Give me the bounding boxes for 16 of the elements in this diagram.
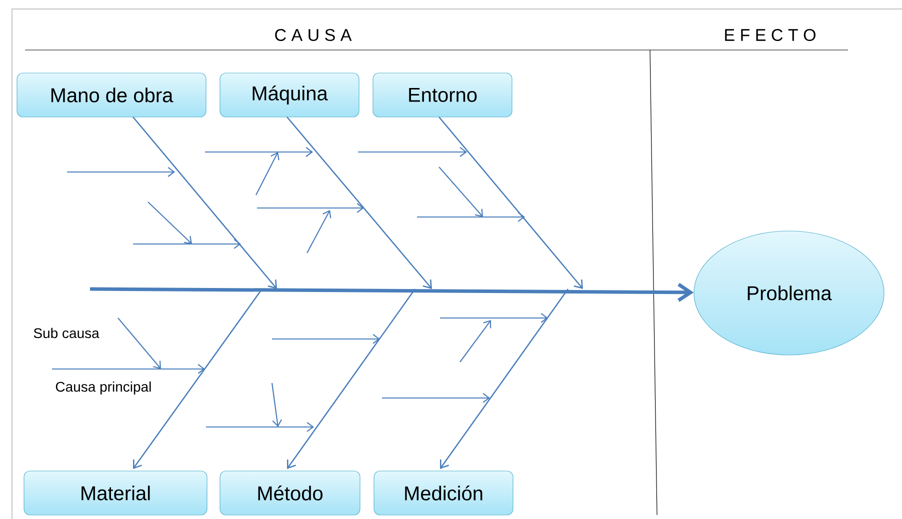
category-box: Máquina xyxy=(220,72,360,118)
note-label: Sub causa xyxy=(34,328,100,338)
bone-arrow xyxy=(440,288,569,469)
bone-arrow xyxy=(132,116,277,289)
category-box: Mano de obra xyxy=(16,72,206,118)
header-label: E F E C T O xyxy=(725,28,816,42)
category-box: Material xyxy=(24,470,208,516)
bone-arrow xyxy=(286,116,432,289)
note-label: Causa principal xyxy=(56,381,151,395)
header-label: C A U S A xyxy=(275,28,352,42)
bone-arrow xyxy=(133,288,263,469)
category-box: Entorno xyxy=(372,72,512,118)
category-box: Método xyxy=(220,470,360,516)
spine-arrow xyxy=(90,282,694,302)
category-box: Medición xyxy=(374,470,514,516)
bone-arrow xyxy=(438,116,583,289)
